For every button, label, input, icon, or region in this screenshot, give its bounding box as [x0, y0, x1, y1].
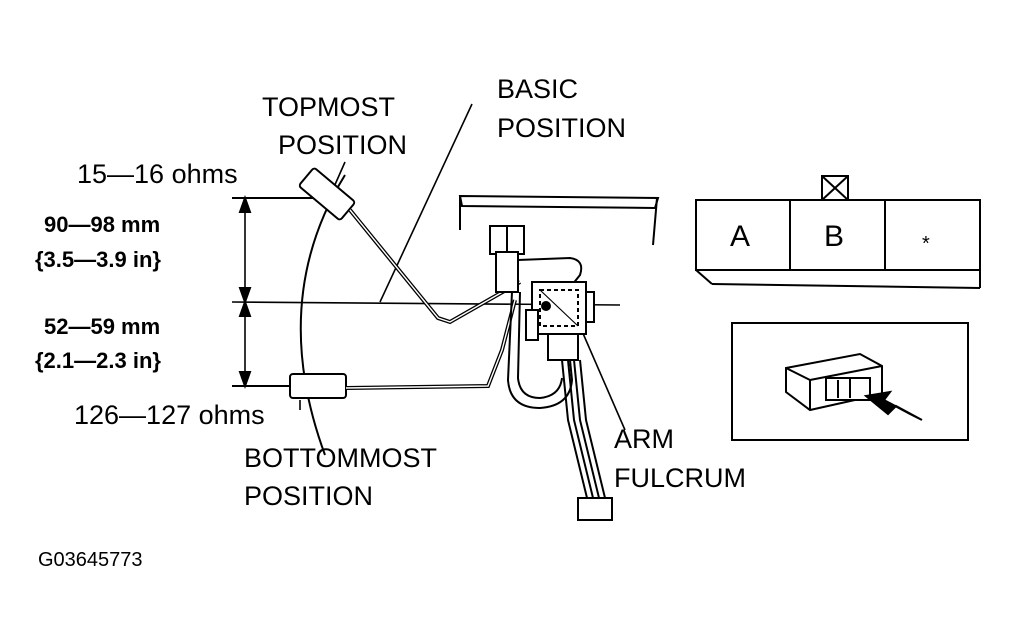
basic-label-line1: BASIC	[497, 74, 578, 104]
arm-label-line1: ARM	[614, 424, 674, 454]
basic-label-line2: POSITION	[497, 113, 626, 143]
terminal-unused-label: *	[922, 233, 930, 255]
dimension-arrows	[238, 195, 252, 389]
dim-lower-mm: 52—59 mm	[44, 314, 160, 339]
terminal-a-label: A	[730, 220, 750, 253]
float-arm-bottommost	[345, 299, 517, 390]
terminal-b-label: B	[824, 220, 844, 253]
ohms-top-label: 15—16 ohms	[77, 159, 238, 189]
dim-upper-in: {3.5—3.9 in}	[35, 247, 161, 272]
float-topmost	[298, 167, 356, 221]
topmost-label-line2: POSITION	[278, 130, 407, 160]
bottommost-label-line1: BOTTOMMOST	[244, 443, 437, 473]
connector-view-inset	[731, 322, 969, 441]
arm-label-line2: FULCRUM	[614, 463, 746, 493]
dim-lower-in: {2.1—2.3 in}	[35, 348, 161, 373]
connector-face	[695, 175, 981, 289]
float-bottommost	[289, 373, 347, 399]
arrow-icon	[863, 390, 923, 421]
sender-unit	[458, 194, 660, 410]
ohms-bottom-label: 126—127 ohms	[74, 400, 265, 430]
bottommost-label-line2: POSITION	[244, 481, 373, 511]
dim-upper-mm: 90—98 mm	[44, 212, 160, 237]
wiring-harness	[561, 359, 613, 521]
topmost-label-line1: TOPMOST	[262, 92, 395, 122]
basic-leader	[379, 103, 473, 303]
figure-id: G03645773	[38, 549, 143, 571]
